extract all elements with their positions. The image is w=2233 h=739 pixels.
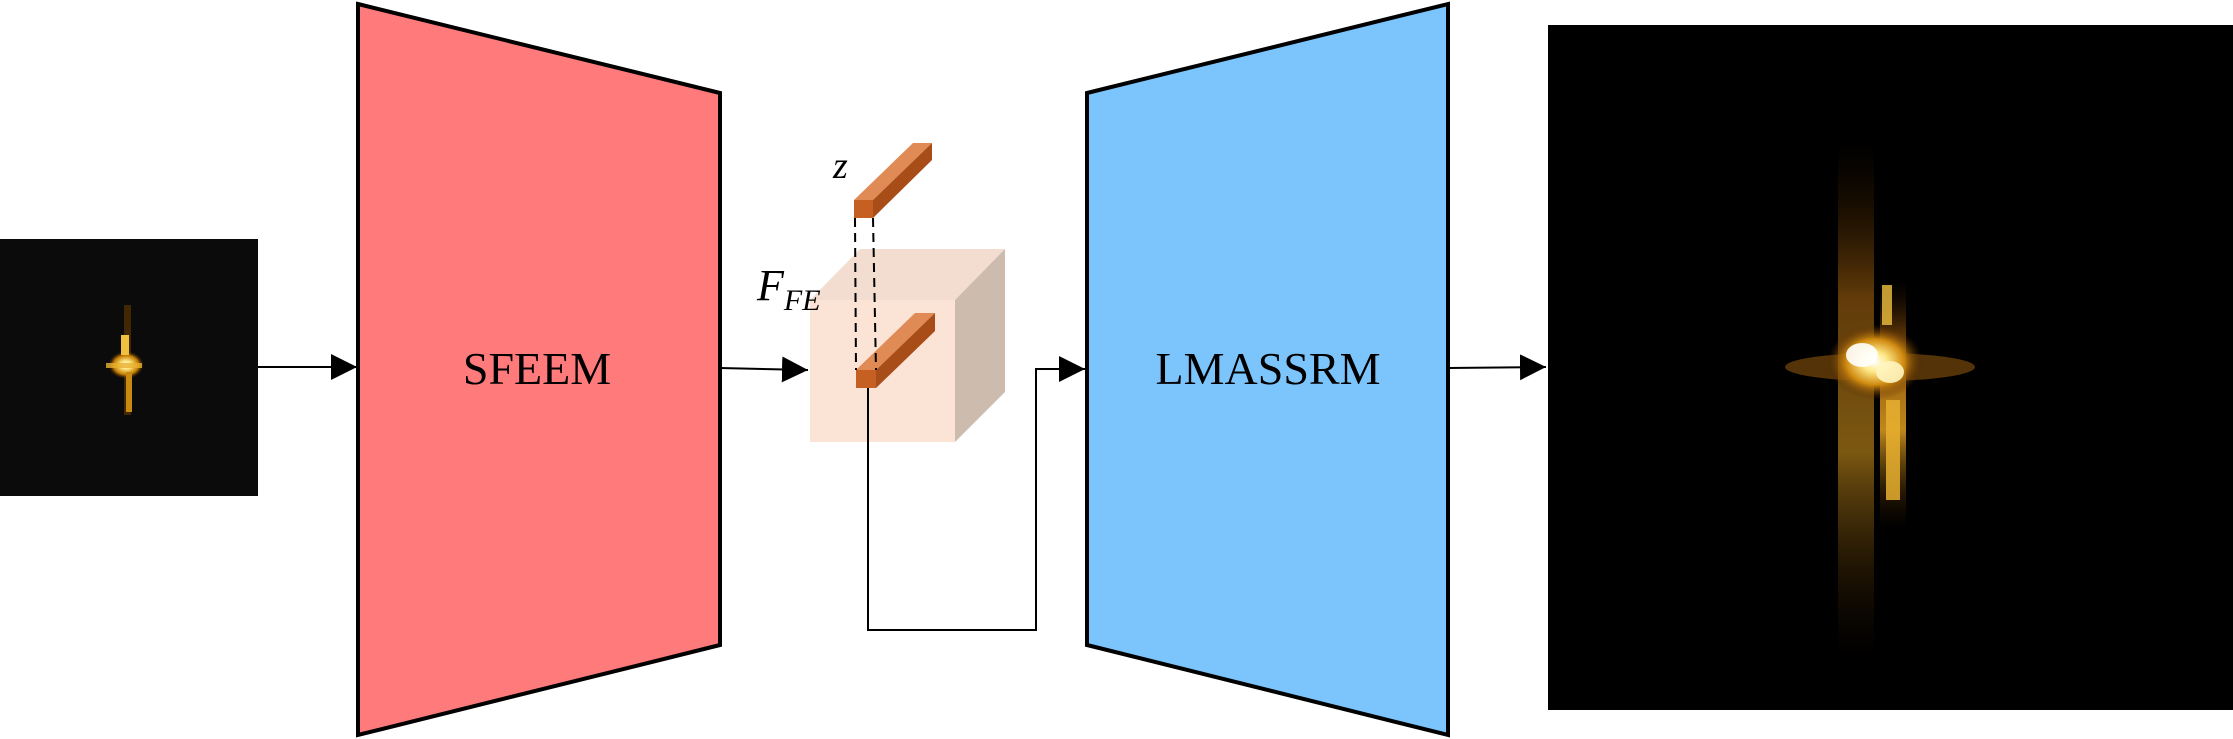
dashed-connector-left — [854, 217, 857, 371]
feature-label-subscript: FE — [783, 284, 821, 317]
encoder-trapezoid — [356, 1, 722, 738]
dashed-connector-right — [872, 217, 877, 371]
encoder-block: SFEEM — [356, 1, 722, 738]
cube-side-face — [955, 249, 1005, 442]
output-image — [1548, 25, 2233, 710]
decoder-trapezoid — [1085, 1, 1450, 738]
decoder-label: LMASSRM — [1156, 343, 1381, 394]
cube-top-face — [810, 249, 1005, 300]
latent-label: z — [832, 145, 848, 187]
input-image — [0, 239, 258, 496]
latent-bar-z — [854, 143, 932, 218]
feature-label-main: F — [756, 261, 785, 310]
decoder-block: LMASSRM — [1085, 1, 1450, 738]
arrow-decoder-to-output — [1447, 354, 1547, 381]
arrow-encoder-to-features — [719, 356, 809, 383]
encoder-label: SFEEM — [463, 343, 611, 394]
connector-features-to-decoder — [867, 356, 1085, 631]
feature-label: FFE — [756, 261, 821, 317]
